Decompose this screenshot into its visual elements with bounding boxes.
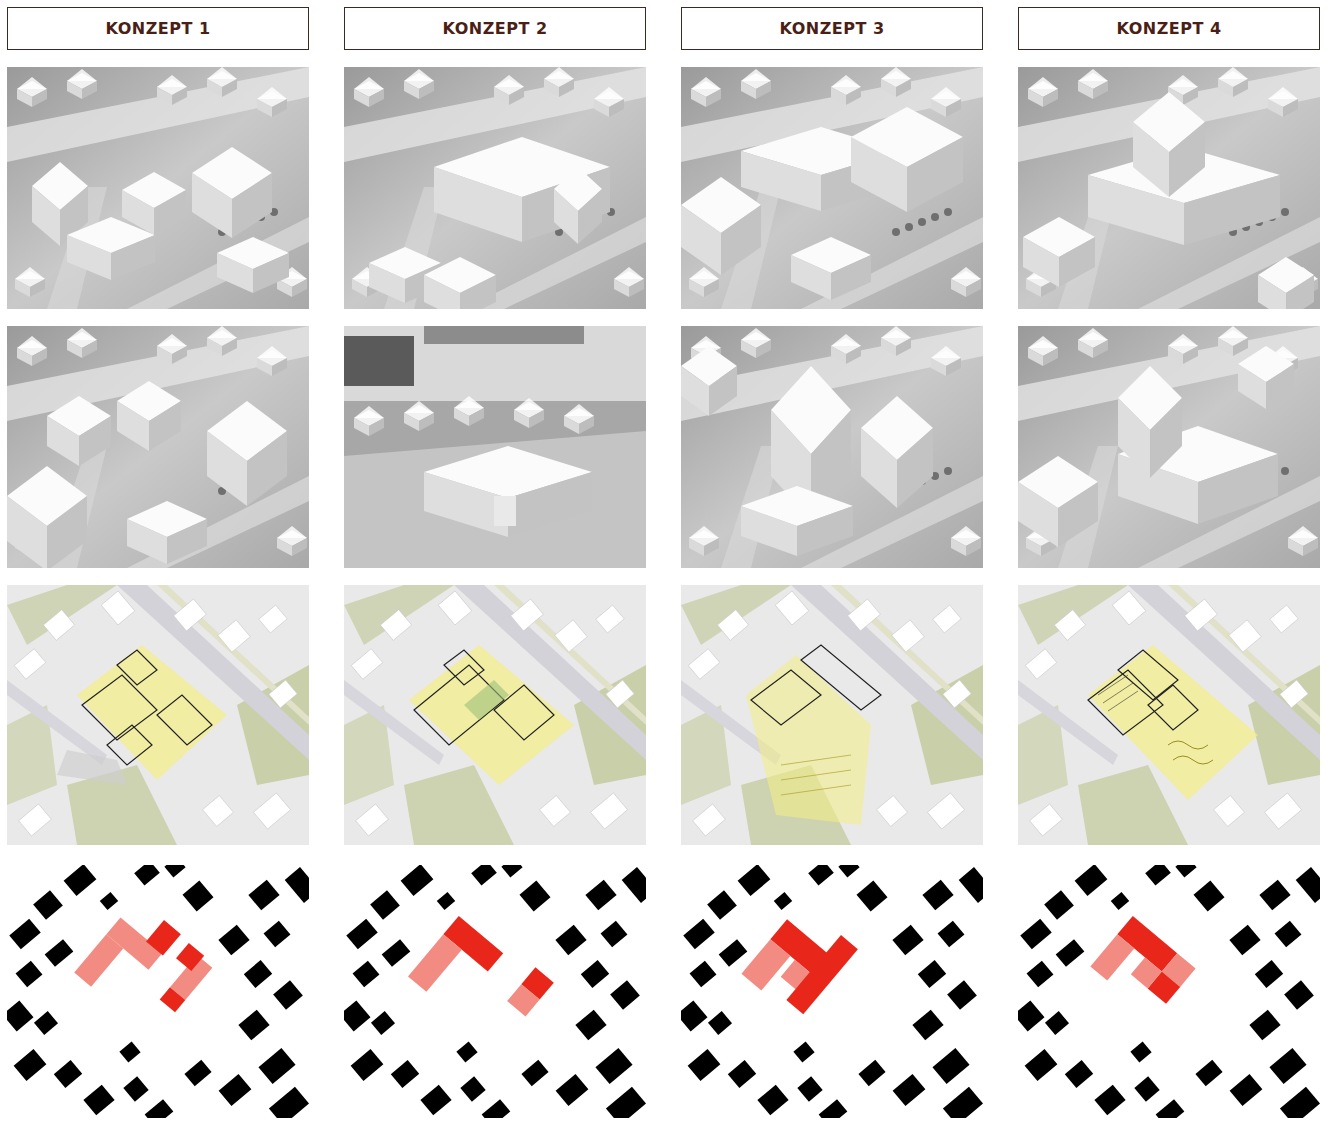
figure-ground-plan	[3, 856, 320, 1124]
figure-ground-plan	[340, 856, 657, 1124]
model-photo	[7, 326, 309, 571]
model-photo	[681, 326, 983, 568]
concept-header: KONZEPT 2	[344, 7, 646, 50]
header-text: KONZEPT 2	[442, 19, 547, 38]
model-photo	[1018, 326, 1320, 568]
site-sketch	[344, 585, 646, 845]
concept-header: KONZEPT 1	[7, 7, 309, 50]
concept-header: KONZEPT 4	[1018, 7, 1320, 50]
model-photo	[344, 326, 646, 568]
header-text: KONZEPT 1	[105, 19, 210, 38]
site-sketch	[1018, 585, 1320, 845]
concept-header: KONZEPT 3	[681, 7, 983, 50]
model-photo	[7, 67, 309, 309]
model-photo	[344, 67, 646, 320]
figure-ground-plan	[677, 856, 994, 1124]
header-text: KONZEPT 3	[779, 19, 884, 38]
site-sketch	[7, 585, 309, 845]
site-sketch	[681, 585, 983, 845]
model-photo	[1018, 67, 1320, 320]
header-text: KONZEPT 4	[1116, 19, 1221, 38]
figure-ground-plan	[1014, 856, 1331, 1124]
model-photo	[681, 67, 983, 309]
